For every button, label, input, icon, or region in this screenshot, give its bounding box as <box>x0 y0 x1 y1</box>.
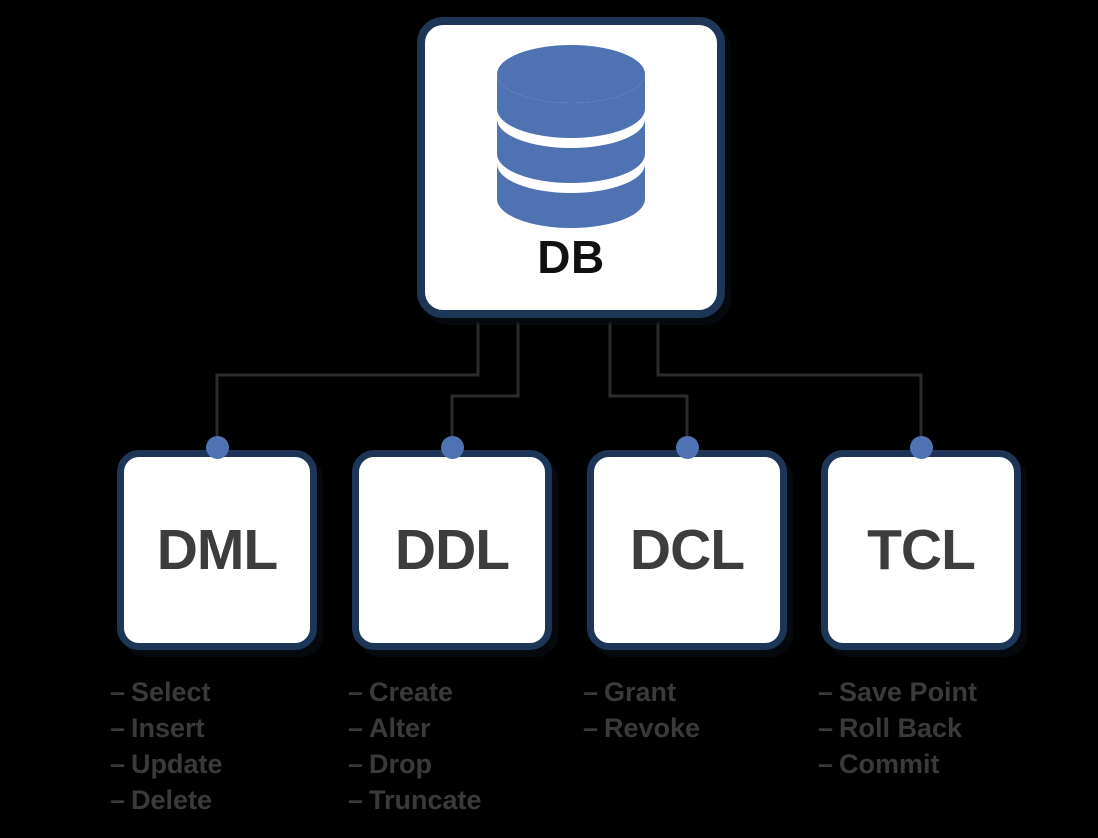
list-item: –Drop <box>348 749 432 779</box>
connector-db-to-tcl <box>656 322 923 447</box>
bullet-text: Commit <box>839 749 940 779</box>
card-dcl-label: DCL <box>629 518 745 582</box>
db-card[interactable]: DB <box>417 17 725 318</box>
list-item: –Commit <box>818 749 940 779</box>
card-ddl[interactable]: DDL <box>352 450 552 650</box>
bullet-text: Roll Back <box>839 713 963 743</box>
bullet-list-dcl: –Grant –Revoke <box>583 674 700 746</box>
list-item: –Roll Back <box>818 713 963 743</box>
list-item: –Truncate <box>348 785 482 815</box>
knob-dcl <box>676 436 699 459</box>
bullet-text: Update <box>131 749 223 779</box>
bullet-text: Delete <box>131 785 213 815</box>
connector-db-to-dcl <box>608 322 689 447</box>
bullet-text: Insert <box>131 713 205 743</box>
bullet-text: Save Point <box>839 677 978 707</box>
bullet-list-dml: –Select –Insert –Update –Delete <box>110 674 223 818</box>
list-item: –Update <box>110 749 223 779</box>
card-dml[interactable]: DML <box>117 450 317 650</box>
card-ddl-label: DDL <box>394 518 510 582</box>
card-tcl-label: TCL <box>867 518 976 582</box>
db-card-label: DB <box>537 231 605 283</box>
database-cylinder-icon <box>497 45 645 228</box>
card-dcl[interactable]: DCL <box>587 450 787 650</box>
list-item: –Alter <box>348 713 431 743</box>
bullet-text: Alter <box>369 713 431 743</box>
bullet-text: Drop <box>369 749 432 779</box>
list-item: –Grant <box>583 677 677 707</box>
card-dml-label: DML <box>156 518 278 582</box>
list-item: –Delete <box>110 785 213 815</box>
bullet-list-ddl: –Create –Alter –Drop –Truncate <box>348 674 482 818</box>
knob-tcl <box>910 436 933 459</box>
bullet-list-tcl: –Save Point –Roll Back –Commit <box>818 674 977 782</box>
card-tcl[interactable]: TCL <box>821 450 1021 650</box>
bullet-text: Create <box>369 677 454 707</box>
connector-db-to-dml <box>215 322 480 447</box>
list-item: –Create <box>348 677 454 707</box>
connector-db-to-ddl <box>450 322 520 447</box>
list-item: –Revoke <box>583 713 701 743</box>
list-item: –Select <box>110 677 211 707</box>
knob-dml <box>206 436 229 459</box>
knob-ddl <box>441 436 464 459</box>
list-item: –Insert <box>110 713 205 743</box>
bullet-text: Grant <box>604 677 677 707</box>
bullet-text: Select <box>131 677 211 707</box>
bullet-text: Revoke <box>604 713 701 743</box>
bullet-text: Truncate <box>369 785 482 815</box>
list-item: –Save Point <box>818 677 978 707</box>
